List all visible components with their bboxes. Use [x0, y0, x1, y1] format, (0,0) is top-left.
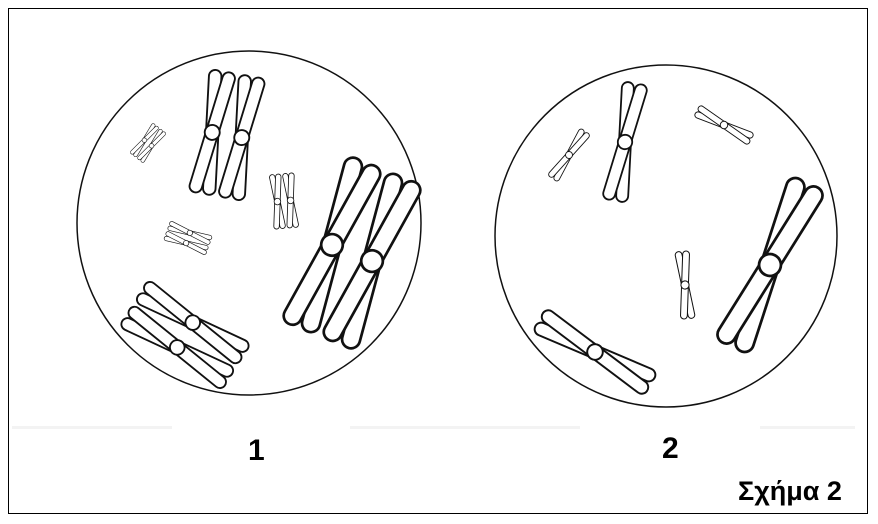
- cell-2: [495, 65, 837, 407]
- cell-1: [77, 51, 424, 395]
- cell-2-label: 2: [662, 434, 679, 464]
- figure-caption: Σχήμα 2: [738, 478, 842, 505]
- scan-artifacts: [12, 426, 855, 429]
- cell-1-label: 1: [248, 436, 265, 466]
